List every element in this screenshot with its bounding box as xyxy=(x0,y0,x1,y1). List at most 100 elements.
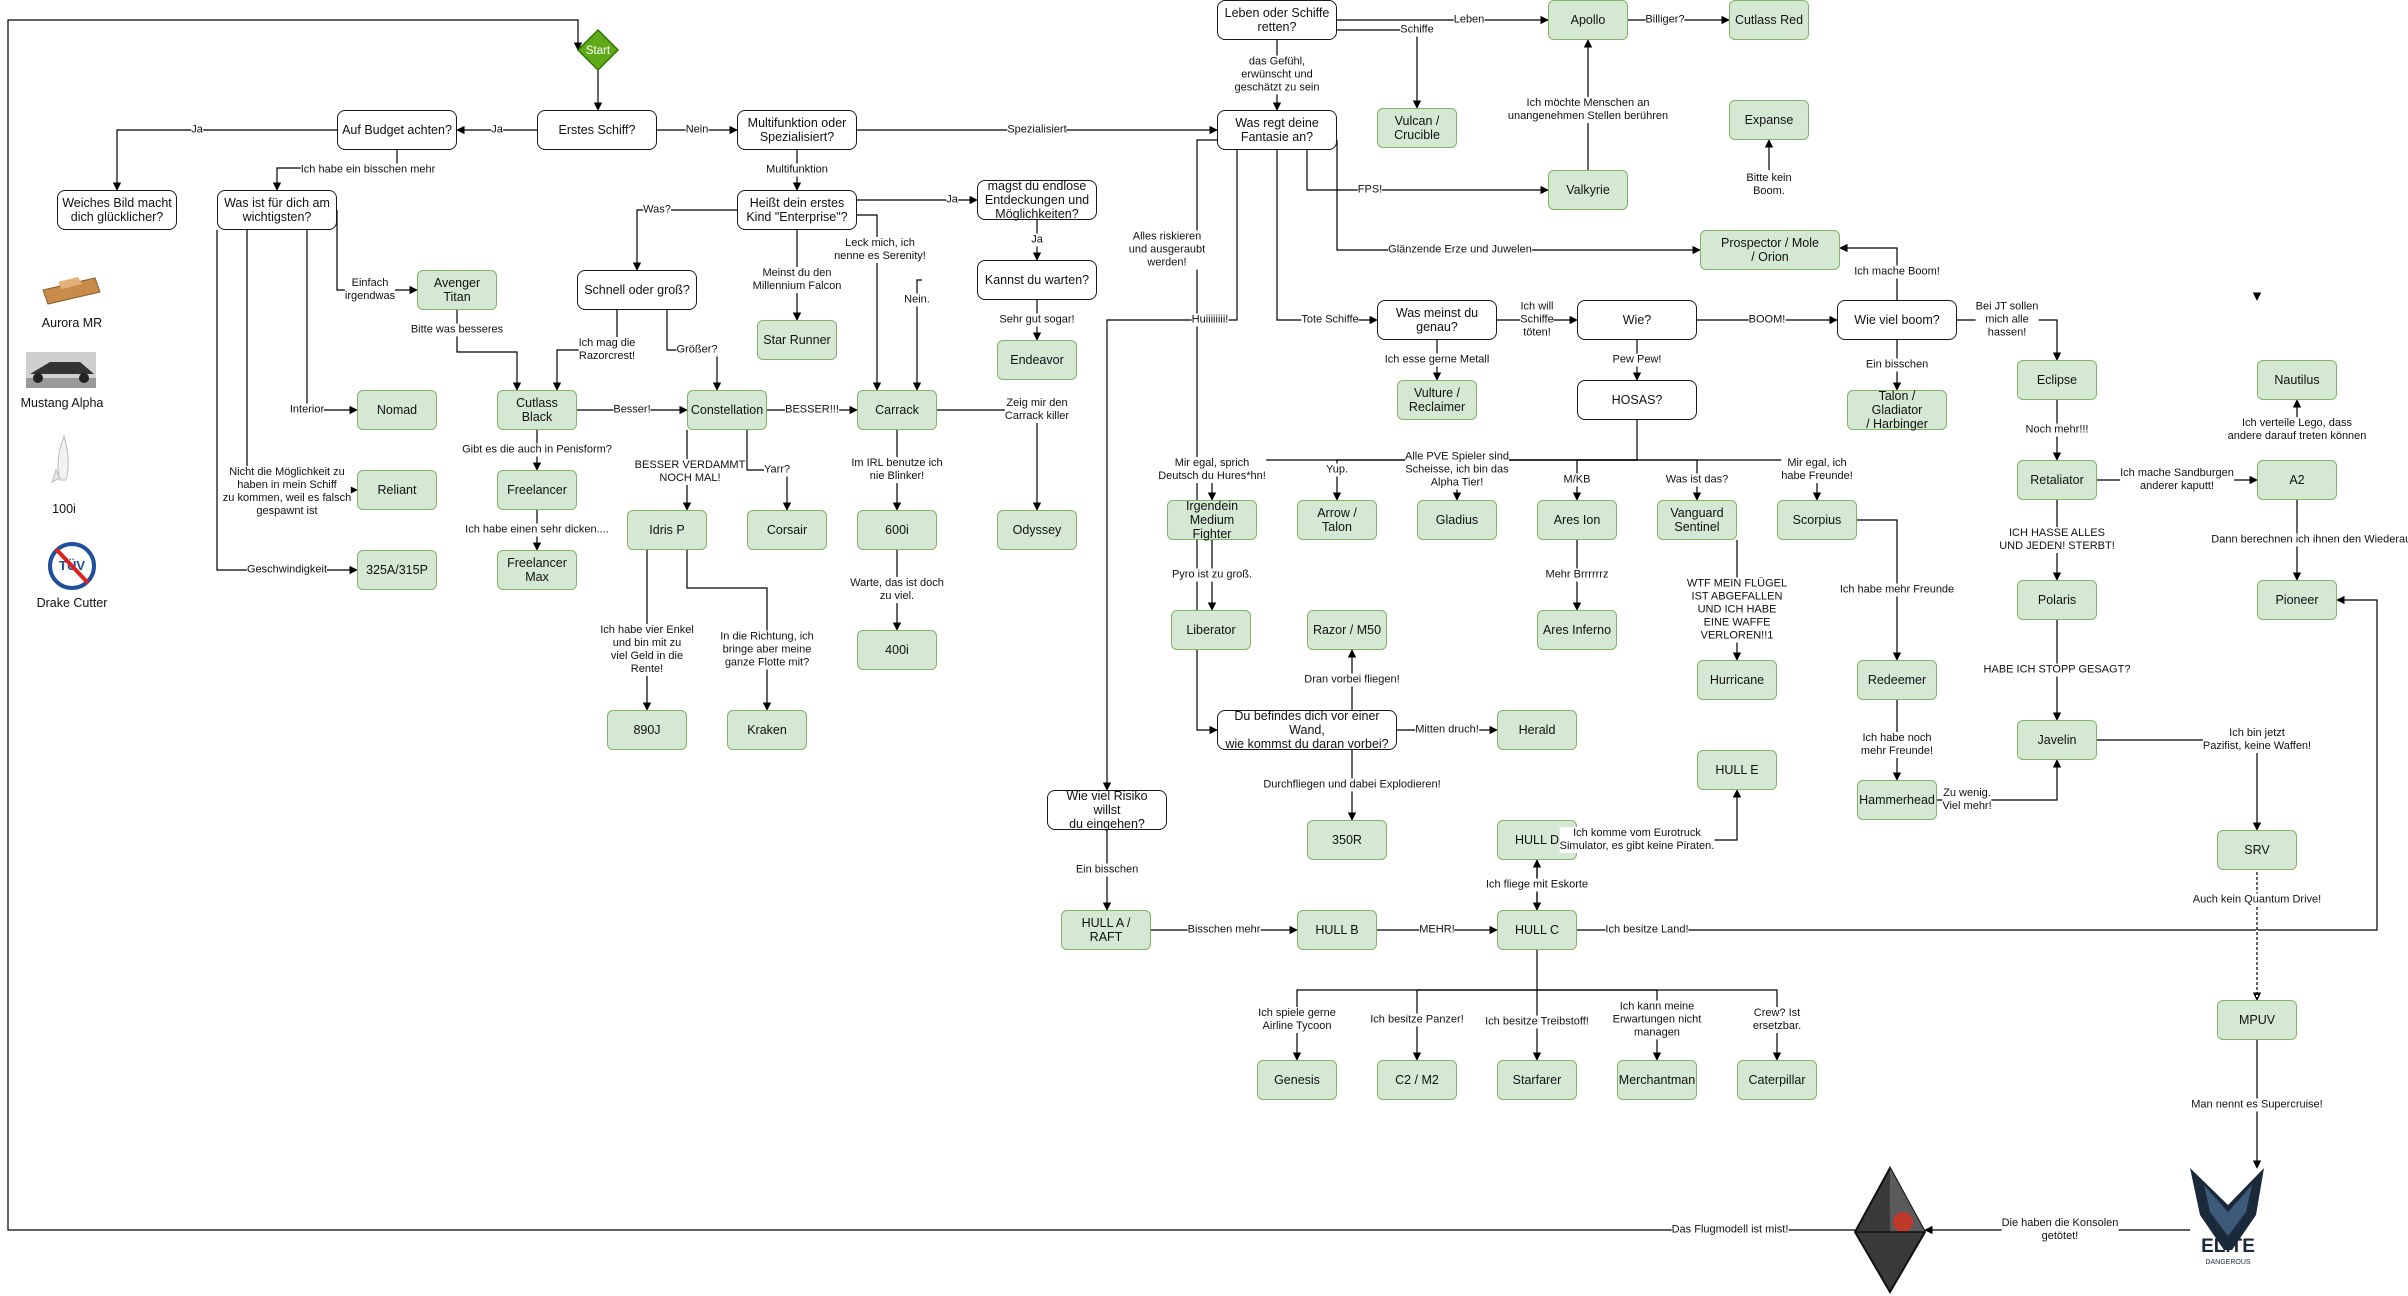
edge-label-leck: Leck mich, ich nenne es Serenity! xyxy=(834,237,926,263)
edge-label-fluegel: WTF MEIN FLÜGEL IST ABGEFALLEN UND ICH H… xyxy=(1686,577,1788,643)
ship-polaris[interactable]: Polaris xyxy=(2017,580,2097,620)
ship-starfarer[interactable]: Starfarer xyxy=(1497,1060,1577,1100)
question-endlose[interactable]: magst du endlose Entdeckungen und Möglic… xyxy=(977,179,1097,221)
question-warten[interactable]: Kannst du warten? xyxy=(977,260,1097,300)
ship-srv[interactable]: SRV xyxy=(2217,830,2297,870)
ship-liberator[interactable]: Liberator xyxy=(1171,610,1251,650)
ship-valkyrie[interactable]: Valkyrie xyxy=(1548,170,1628,210)
ship-mpuv[interactable]: MPUV xyxy=(2217,1000,2297,1040)
ship-hull-c[interactable]: HULL C xyxy=(1497,910,1577,950)
ship-hurricane[interactable]: Hurricane xyxy=(1697,660,1777,700)
ship-c2[interactable]: C2 / M2 xyxy=(1377,1060,1457,1100)
ship-redeemer[interactable]: Redeemer xyxy=(1857,660,1937,700)
edge-label-ja1: Ja xyxy=(491,123,503,137)
ship-carrack[interactable]: Carrack xyxy=(857,390,937,430)
question-wand[interactable]: Du befindes dich vor einer Wand, wie kom… xyxy=(1217,709,1397,751)
ship-odyssey[interactable]: Odyssey xyxy=(997,510,1077,550)
edge-label-egal2: Mir egal, ich habe Freunde! xyxy=(1781,457,1853,483)
ship-star-runner[interactable]: Star Runner xyxy=(757,320,837,360)
question-budget[interactable]: Auf Budget achten? xyxy=(337,110,457,150)
ship-kraken[interactable]: Kraken xyxy=(727,710,807,750)
ship-javelin[interactable]: Javelin xyxy=(2017,720,2097,760)
ship-s600i[interactable]: 600i xyxy=(857,510,937,550)
edge-label-ja3: Ja xyxy=(946,193,958,207)
question-genau[interactable]: Was meinst du genau? xyxy=(1377,300,1497,340)
ship-gladius[interactable]: Gladius xyxy=(1417,500,1497,540)
question-schnell[interactable]: Schnell oder groß? xyxy=(577,270,697,310)
ship-vanguard[interactable]: Vanguard Sentinel xyxy=(1657,500,1737,540)
elite-dangerous-logo-icon: ELITE DANGEROUS xyxy=(2190,1168,2264,1266)
question-fantasie[interactable]: Was regt deine Fantasie an? xyxy=(1217,110,1337,150)
ship-vulture[interactable]: Vulture / Reclaimer xyxy=(1397,380,1477,420)
question-wichtig[interactable]: Was ist für dich am wichtigsten? xyxy=(217,190,337,230)
ship-hull-a[interactable]: HULL A / RAFT xyxy=(1061,910,1151,950)
ship-merchantman[interactable]: Merchantman xyxy=(1617,1060,1697,1100)
ship-s400i[interactable]: 400i xyxy=(857,630,937,670)
edge-label-kein-boom: Bitte kein Boom. xyxy=(1746,172,1792,198)
ship-talon[interactable]: Talon / Gladiator / Harbinger xyxy=(1847,389,1947,431)
100i-caption: 100i xyxy=(52,502,76,516)
ship-avenger[interactable]: Avenger Titan xyxy=(417,270,497,310)
ship-nomad[interactable]: Nomad xyxy=(357,390,437,430)
question-bild[interactable]: Weiches Bild macht dich glücklicher? xyxy=(57,190,177,230)
edge-label-schiffe: Schiffe xyxy=(1400,23,1434,37)
question-enterprise[interactable]: Heißt dein erstes Kind "Enterprise"? xyxy=(737,190,857,230)
ship-s890j[interactable]: 890J xyxy=(607,710,687,750)
ship-nautilus[interactable]: Nautilus xyxy=(2257,360,2337,400)
question-wie[interactable]: Wie? xyxy=(1577,300,1697,340)
question-erstes-schiff[interactable]: Erstes Schiff? xyxy=(537,110,657,150)
ship-eclipse[interactable]: Eclipse xyxy=(2017,360,2097,400)
ship-ares-inferno[interactable]: Ares Inferno xyxy=(1537,610,1617,650)
ship-herald[interactable]: Herald xyxy=(1497,710,1577,750)
connector-edge xyxy=(1196,139,1218,735)
ship-a2[interactable]: A2 xyxy=(2257,460,2337,500)
ship-arrow[interactable]: Arrow / Talon xyxy=(1297,500,1377,540)
ship-idris[interactable]: Idris P xyxy=(627,510,707,550)
ship-caterpillar[interactable]: Caterpillar xyxy=(1737,1060,1817,1100)
question-multifunktion[interactable]: Multifunktion oder Spezialisiert? xyxy=(737,110,857,150)
ship-hammerhead[interactable]: Hammerhead xyxy=(1857,780,1937,820)
edge-label-jt: Bei JT sollen mich alle hassen! xyxy=(1975,300,2039,340)
ship-pioneer[interactable]: Pioneer xyxy=(2257,580,2337,620)
edge-label-boom: BOOM! xyxy=(1748,313,1786,327)
ship-freelancer[interactable]: Freelancer xyxy=(497,470,577,510)
question-boom[interactable]: Wie viel boom? xyxy=(1837,300,1957,340)
edge-label-groesser: Größer? xyxy=(676,343,718,357)
ship-prospector[interactable]: Prospector / Mole / Orion xyxy=(1700,230,1840,270)
connector-edge xyxy=(912,279,922,391)
ship-endeavor[interactable]: Endeavor xyxy=(997,340,1077,380)
question-risiko[interactable]: Wie viel Risiko willst du eingehen? xyxy=(1047,789,1167,831)
ship-vulcan[interactable]: Vulcan / Crucible xyxy=(1377,108,1457,148)
ship-razor[interactable]: Razor / M50 xyxy=(1307,610,1387,650)
edge-label-tote: Tote Schiffe xyxy=(1301,313,1359,327)
ship-scorpius[interactable]: Scorpius xyxy=(1777,500,1857,540)
edge-label-yarr: Yarr? xyxy=(763,463,791,477)
edge-label-ja4: Ja xyxy=(1031,233,1043,247)
ship-cutlass-red[interactable]: Cutlass Red xyxy=(1729,0,1809,40)
question-hosas[interactable]: HOSAS? xyxy=(1577,380,1697,420)
edge-label-dicken: Ich habe einen sehr dicken.... xyxy=(465,523,609,537)
edge-label-interior: Interior xyxy=(289,403,325,417)
ship-p325[interactable]: 325A/315P xyxy=(357,550,437,590)
ship-retaliator[interactable]: Retaliator xyxy=(2017,460,2097,500)
ship-apollo[interactable]: Apollo xyxy=(1548,0,1628,40)
question-leben[interactable]: Leben oder Schiffe retten? xyxy=(1217,0,1337,40)
connector-edge xyxy=(1337,29,1422,109)
edge-label-verdammt: BESSER VERDAMMT NOCH MAL! xyxy=(634,459,746,485)
ship-s350r[interactable]: 350R xyxy=(1307,820,1387,860)
ship-freelancer-max[interactable]: Freelancer Max xyxy=(497,550,577,590)
ship-constellation[interactable]: Constellation xyxy=(687,390,767,430)
ship-genesis[interactable]: Genesis xyxy=(1257,1060,1337,1100)
ship-ares-ion[interactable]: Ares Ion xyxy=(1537,500,1617,540)
ship-cutlass-black[interactable]: Cutlass Black xyxy=(497,390,577,430)
ship-expanse[interactable]: Expanse xyxy=(1729,100,1809,140)
start-node[interactable]: Start xyxy=(576,28,620,72)
ship-hull-e[interactable]: HULL E xyxy=(1697,750,1777,790)
ship-irgendein[interactable]: Irgendein Medium Fighter xyxy=(1167,499,1257,541)
ship-corsair[interactable]: Corsair xyxy=(747,510,827,550)
edge-label-fps: FPS! xyxy=(1357,183,1383,197)
edge-label-flugmodell: Das Flugmodell ist mist! xyxy=(1671,1223,1789,1237)
ship-hull-b[interactable]: HULL B xyxy=(1297,910,1377,950)
connector-edge xyxy=(1102,150,1238,791)
ship-reliant[interactable]: Reliant xyxy=(357,470,437,510)
